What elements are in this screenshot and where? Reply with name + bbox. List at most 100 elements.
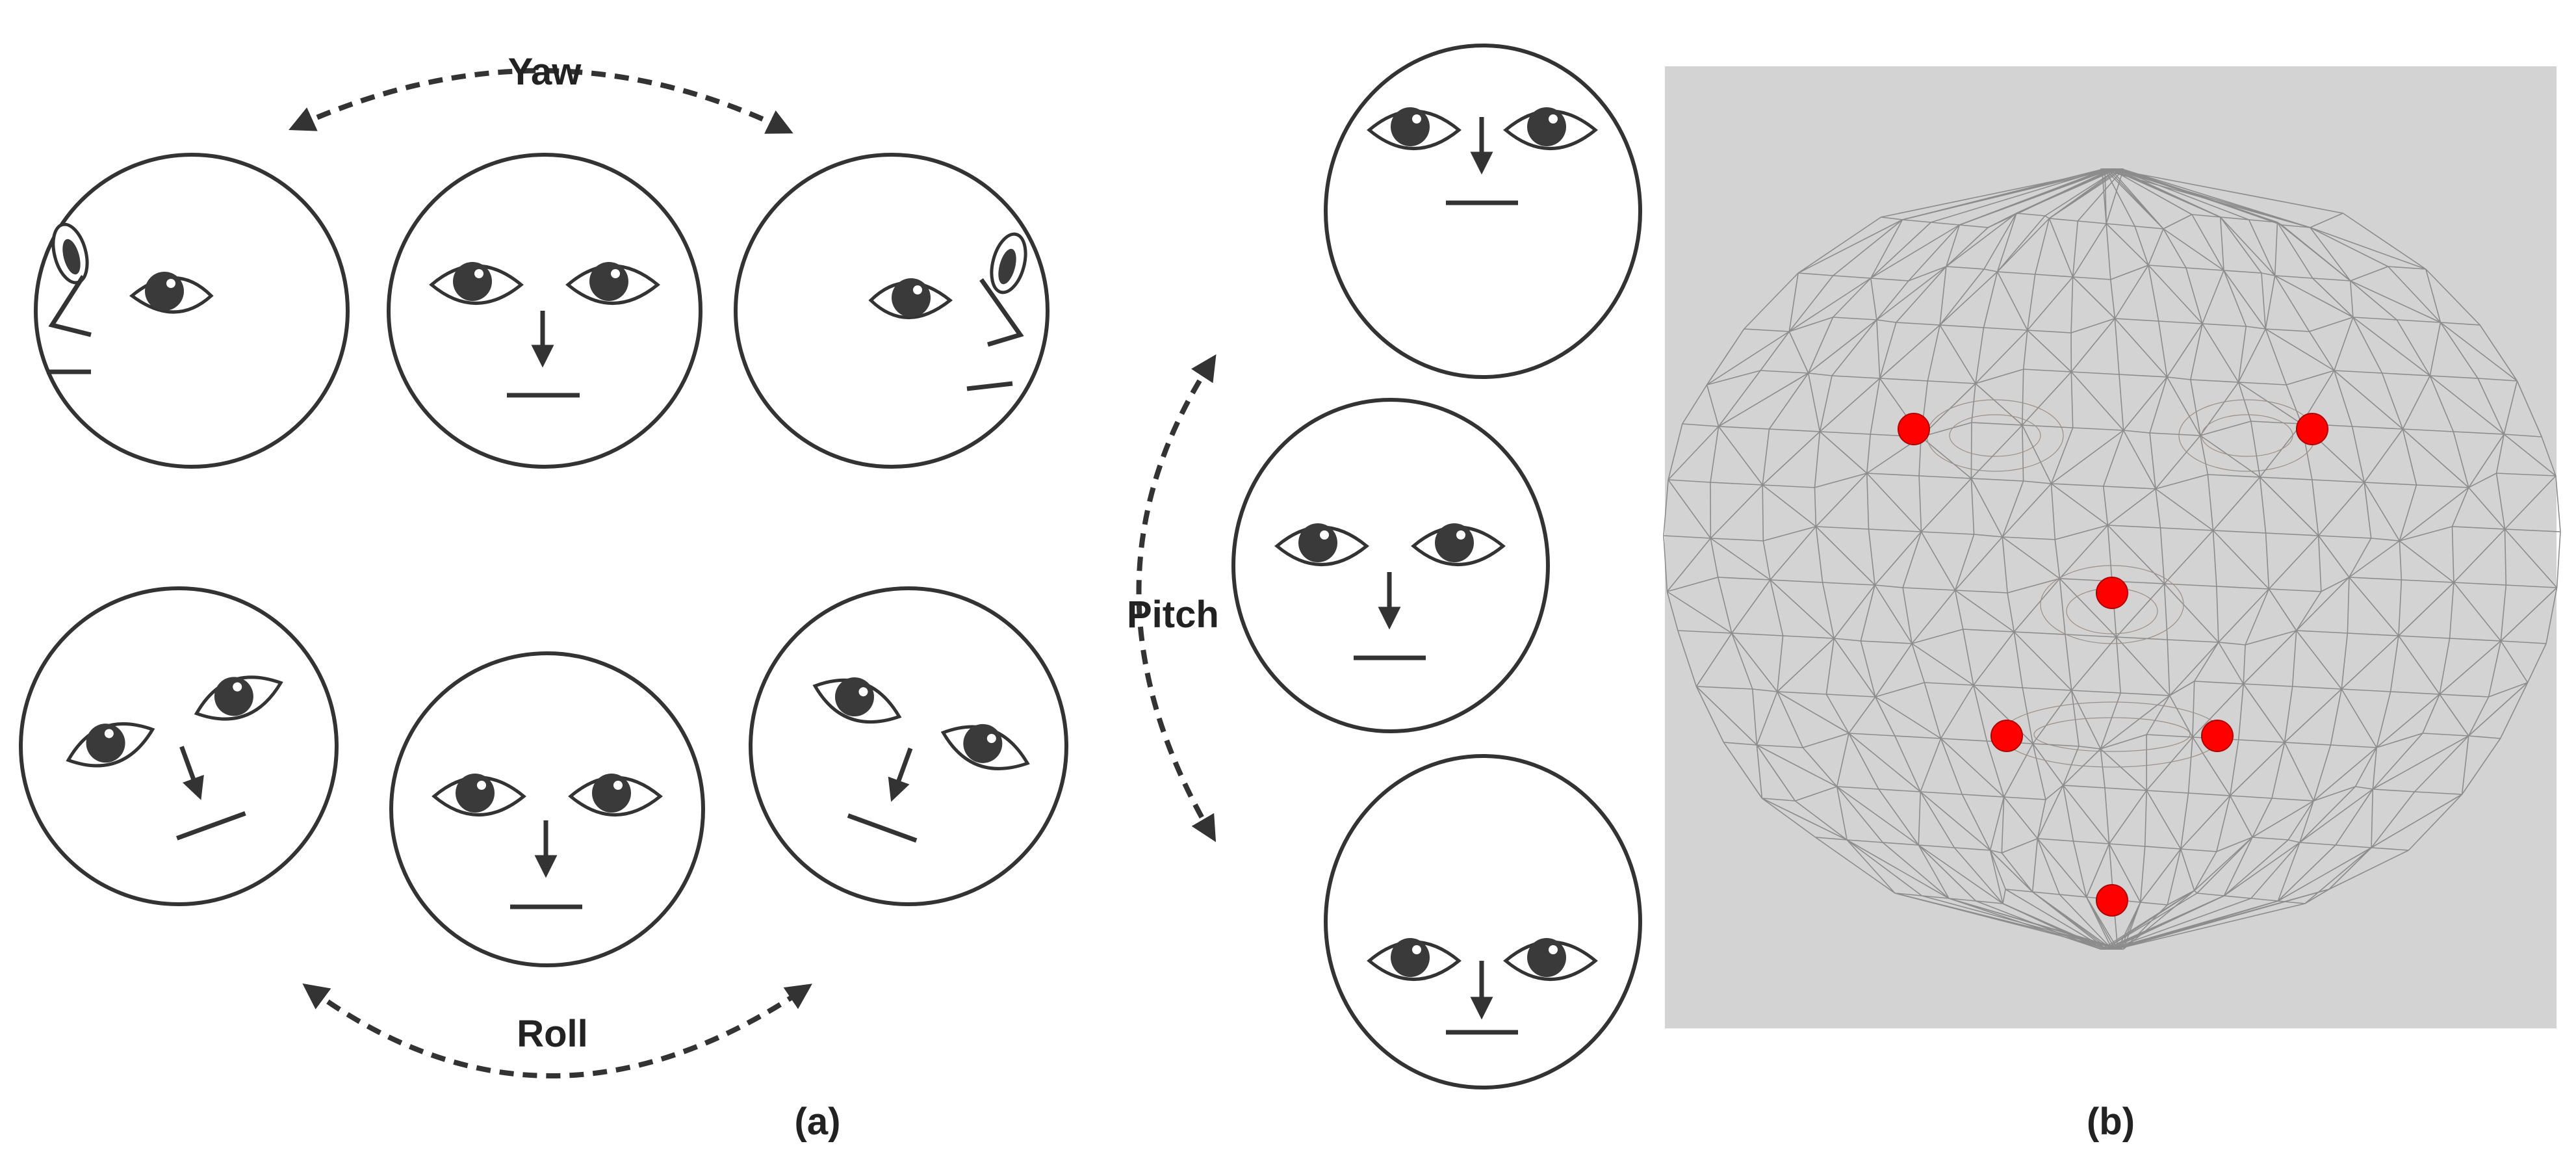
mesh-edge: [2055, 525, 2108, 540]
right-eye-icon: [940, 724, 1030, 770]
mesh-edge: [2259, 476, 2267, 534]
mesh-edge: [2398, 582, 2454, 636]
mesh-edge: [1798, 272, 1833, 276]
left-eye-icon: [1367, 938, 1462, 981]
mesh-edge: [2352, 317, 2397, 320]
mesh-edge: [2313, 786, 2356, 802]
mesh-edge: [1970, 478, 2003, 538]
mesh-edge: [2397, 319, 2441, 323]
mesh-edge: [2440, 694, 2489, 698]
mesh-edge: [1695, 633, 1732, 687]
mesh-edge: [1920, 436, 1972, 479]
mesh-edge: [2213, 530, 2266, 534]
mesh-edge: [2304, 889, 2330, 904]
mesh-edge: [2545, 587, 2558, 644]
mesh-edge: [2468, 473, 2497, 488]
mesh-edge: [2310, 227, 2389, 267]
mesh-edge: [2111, 168, 2343, 214]
mesh-edge: [2190, 379, 2201, 436]
mesh-edge: [2296, 591, 2322, 631]
mesh-edge: [2468, 696, 2490, 737]
mesh-edge: [2223, 270, 2266, 330]
mesh-edge: [2238, 739, 2285, 743]
face-pitch-front: [1231, 398, 1550, 733]
mesh-edge: [2111, 168, 2311, 228]
face-yaw-front: [387, 153, 702, 469]
mesh-edge: [2269, 588, 2321, 592]
mesh-edge: [2382, 372, 2430, 376]
mesh-edge: [2070, 690, 2102, 750]
mesh-edge: [2296, 577, 2350, 631]
mesh-edge: [1927, 380, 1976, 384]
mesh-edge: [2034, 218, 2050, 275]
mesh-edge: [2167, 323, 2203, 378]
mesh-edge: [2422, 733, 2469, 737]
mesh-edge: [2556, 531, 2561, 588]
mesh-edge: [2155, 474, 2208, 489]
mesh-edge: [1948, 898, 2101, 950]
mesh-edge: [1911, 629, 1963, 644]
mesh-edge: [1833, 584, 1875, 639]
mesh-edge: [1695, 686, 1757, 746]
mesh-edge: [1962, 629, 1974, 686]
mesh-edge: [2321, 577, 2350, 592]
mesh-edge: [2376, 694, 2440, 748]
nose-icon: [979, 278, 1024, 347]
mesh-edge: [1939, 324, 1976, 384]
mesh-edge: [1668, 423, 1683, 480]
mesh-edge: [2541, 436, 2557, 476]
mesh-edge: [1911, 590, 1956, 644]
mesh-edge: [2208, 474, 2260, 478]
mesh-edge: [1763, 526, 1816, 541]
mesh-edge: [2146, 695, 2170, 735]
mesh-edge: [2224, 895, 2251, 899]
mesh-edge: [2453, 528, 2506, 583]
mesh-edge: [1983, 327, 2028, 331]
mesh-edge: [2072, 427, 2124, 431]
mesh-edge: [2163, 530, 2214, 584]
mesh-edge: [2071, 690, 2121, 694]
mesh-edge: [2119, 374, 2124, 431]
mesh-edge: [2381, 372, 2404, 430]
mesh-edge: [2163, 583, 2219, 643]
mesh-edge: [2185, 267, 2203, 324]
mesh-edge: [2051, 483, 2108, 526]
mesh-edge: [1976, 900, 2003, 904]
mesh-edge: [1894, 893, 1922, 896]
mesh-edge: [2110, 895, 2224, 950]
mesh-edge: [2291, 630, 2297, 687]
mesh-edge: [2202, 323, 2239, 383]
mesh-edge: [2013, 631, 2024, 688]
mesh-edge: [1959, 224, 1989, 228]
mesh-edge: [1970, 424, 2023, 479]
mesh-edge: [2350, 280, 2441, 323]
mesh-edge: [2504, 528, 2558, 588]
mesh-edge: [2468, 682, 2529, 737]
mesh-edge: [2167, 376, 2191, 380]
mesh-edge: [2104, 787, 2147, 791]
mesh-edge: [1833, 278, 1872, 318]
mesh-edge: [2313, 744, 2332, 802]
mesh-edge: [2155, 488, 2161, 528]
mesh-edge: [1819, 431, 1868, 474]
mesh-edge: [1718, 426, 1763, 486]
mesh-edge: [1807, 372, 1821, 432]
mesh-edge: [2027, 274, 2036, 331]
mesh-edge: [1918, 475, 1922, 532]
mesh-edge: [1788, 275, 1834, 332]
mesh-edge: [1808, 372, 1833, 376]
mesh-edge: [2031, 838, 2039, 893]
mesh-edge: [2063, 785, 2074, 842]
mesh-edge: [2503, 434, 2557, 476]
mesh-edge: [1706, 328, 1745, 385]
mesh-edge: [2299, 800, 2314, 843]
mouth-icon: [176, 811, 246, 841]
mesh-edge: [1918, 844, 1955, 848]
mesh-edge: [2376, 691, 2391, 748]
mesh-edge: [2114, 265, 2149, 319]
mesh-edge: [1946, 266, 1985, 270]
mesh-edge: [2218, 642, 2244, 685]
mesh-edge: [2265, 328, 2335, 371]
mesh-edge: [2104, 168, 2135, 227]
mesh-edge: [2430, 375, 2479, 379]
